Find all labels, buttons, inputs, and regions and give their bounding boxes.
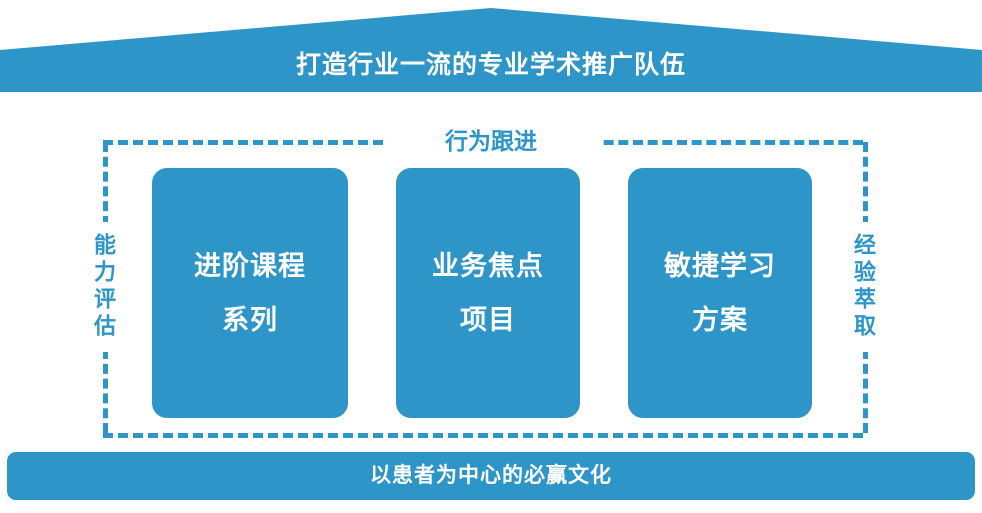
pillar-title-line-1: 敏捷学习 [664, 251, 776, 281]
page-title: 打造行业一流的专业学术推广队伍 [295, 51, 686, 79]
framework-label-top: 行为跟进 [383, 126, 599, 156]
pillar-card-business-focus[interactable]: 业务焦点 项目 [396, 168, 580, 418]
foundation-label: 以患者为中心的必赢文化 [370, 464, 612, 487]
pillar-card-agile-learning[interactable]: 敏捷学习 方案 [628, 168, 812, 418]
roof-shape-icon [0, 8, 982, 92]
dashed-edge-top-left [103, 140, 383, 145]
roof-banner: 打造行业一流的专业学术推广队伍 [0, 0, 982, 93]
foundation-bar: 以患者为中心的必赢文化 [7, 452, 975, 500]
pillar-title-line-2: 系列 [222, 305, 278, 335]
pillar-card-advanced-courses[interactable]: 进阶课程 系列 [152, 168, 348, 418]
framework-label-right: 经验萃取 [848, 222, 878, 352]
dashed-edge-bottom [103, 433, 863, 438]
pillar-title-line-2: 项目 [460, 305, 516, 335]
framework-label-left: 能力评估 [88, 222, 118, 352]
pillar-title-line-1: 进阶课程 [194, 251, 306, 281]
dashed-edge-top-right [589, 140, 863, 145]
pillar-title-line-2: 方案 [692, 305, 748, 335]
pillar-title-line-1: 业务焦点 [432, 251, 544, 281]
